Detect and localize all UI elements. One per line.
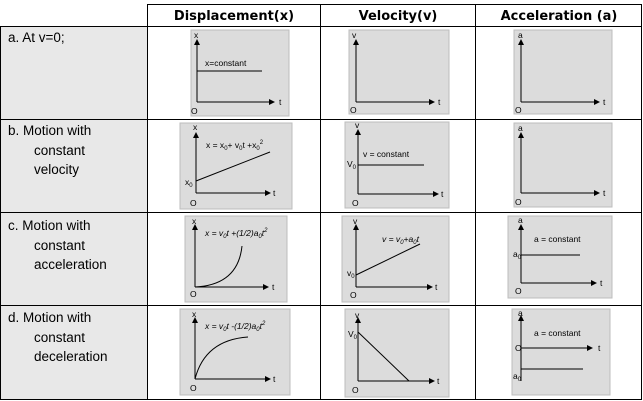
header-displacement: Displacement(x) (174, 9, 294, 24)
graph-b-velocity: v t O V0 v = constant (344, 120, 450, 209)
x-equation: x = v0t +(1/2)a0t2 (204, 228, 268, 240)
x-constant-label: x=constant (205, 58, 247, 68)
row-d-label-line1: d. Motion with (8, 310, 91, 325)
axis-label-x: x (194, 30, 199, 40)
graph-c-displacement: x t O x = v0t +(1/2)a0t2 (184, 215, 288, 303)
origin-label: O (350, 290, 357, 300)
x-equation: x = v0t -(1/2)a0t2 (204, 321, 266, 333)
graph-a-acceleration: a t O (513, 29, 613, 115)
axis-label-a: a (518, 215, 523, 225)
graph-d-displacement: x t O x = v0t -(1/2)a0t2 (179, 308, 291, 396)
row-c-label-line1: c. Motion with (8, 218, 91, 233)
row-c-label-line3: acceleration (34, 257, 107, 272)
row-b-label-cell (1, 120, 147, 212)
a0-label: a0 (513, 371, 522, 383)
axis-label-v: v (353, 216, 358, 226)
axis-label-t: t (603, 188, 606, 198)
axis-label-v: v (355, 310, 360, 320)
row-c-label-cell (1, 213, 147, 305)
axis-label-t: t (279, 97, 282, 107)
axis-label-x: x (193, 122, 198, 132)
axis-label-x: x (192, 216, 197, 226)
v-equation: v = v0+a0t (382, 234, 420, 246)
axis-label-t: t (435, 282, 438, 292)
axis-label-v: v (352, 30, 357, 40)
x-equation: x = x0+ v0t +x02 (206, 140, 264, 152)
axis-label-v: v (355, 120, 360, 130)
graph-b-displacement: x t O x0 x = x0+ v0t +x02 (179, 122, 293, 210)
origin-label: O (350, 105, 357, 115)
origin-label: O (190, 198, 197, 208)
origin-label: O (352, 198, 359, 208)
row-c-label-line2: constant (34, 238, 85, 253)
row-b-label-line1: b. Motion with (8, 123, 91, 138)
row-d-label-line3: deceleration (34, 349, 108, 364)
a0-label: a0 (513, 249, 522, 261)
axis-label-t: t (437, 376, 440, 386)
row-a-label-cell (1, 27, 147, 119)
axis-label-t: t (598, 343, 601, 353)
v-constant-label: v = constant (363, 149, 410, 159)
origin-label: O (191, 106, 198, 116)
v0-label: V0 (347, 159, 357, 171)
axis-label-t: t (603, 97, 606, 107)
origin-label: O (352, 385, 359, 395)
axis-label-t: t (438, 97, 441, 107)
axis-label-a: a (518, 123, 523, 133)
axis-label-t: t (273, 374, 276, 384)
row-d-label-line2: constant (34, 330, 85, 345)
graph-b-acceleration: a t O (513, 122, 613, 208)
v0-label: v0 (347, 268, 355, 280)
graph-d-velocity: v t O V0 (344, 308, 450, 398)
v0-label: V0 (348, 329, 358, 341)
row-b-label-line2: constant (34, 143, 85, 158)
origin-label: O (190, 289, 197, 299)
x0-label: x0 (185, 177, 193, 189)
graph-d-acceleration: a t O a0 a = constant (511, 308, 611, 396)
axis-label-t: t (441, 189, 444, 199)
origin-label: O (515, 286, 522, 296)
axis-label-t: t (600, 278, 603, 288)
graph-c-acceleration: a t O a0 a = constant (507, 215, 613, 299)
axis-label-t: t (273, 188, 276, 198)
axis-label-x: x (192, 309, 197, 319)
a-constant-label: a = constant (534, 328, 581, 338)
header-acceleration: Acceleration (a) (501, 9, 618, 24)
origin-label: O (190, 383, 197, 393)
row-b-label-line3: velocity (34, 162, 79, 177)
axis-label-t: t (272, 282, 275, 292)
a-constant-label: a = constant (534, 234, 581, 244)
origin-label: O (515, 105, 522, 115)
graph-c-velocity: v t O v0 v = v0+a0t (341, 215, 450, 303)
header-velocity: Velocity(v) (359, 9, 438, 24)
origin-label: O (515, 197, 522, 207)
axis-label-a: a (518, 30, 523, 40)
row-a-label: a. At v=0; (8, 30, 65, 45)
origin-label: O (515, 343, 522, 353)
table-grid (0, 4, 642, 400)
row-d-label-cell (1, 306, 147, 399)
graph-a-velocity: v t O (348, 29, 450, 115)
axis-label-a: a (518, 308, 523, 318)
graph-a-displacement: x t O x=constant (190, 29, 290, 117)
